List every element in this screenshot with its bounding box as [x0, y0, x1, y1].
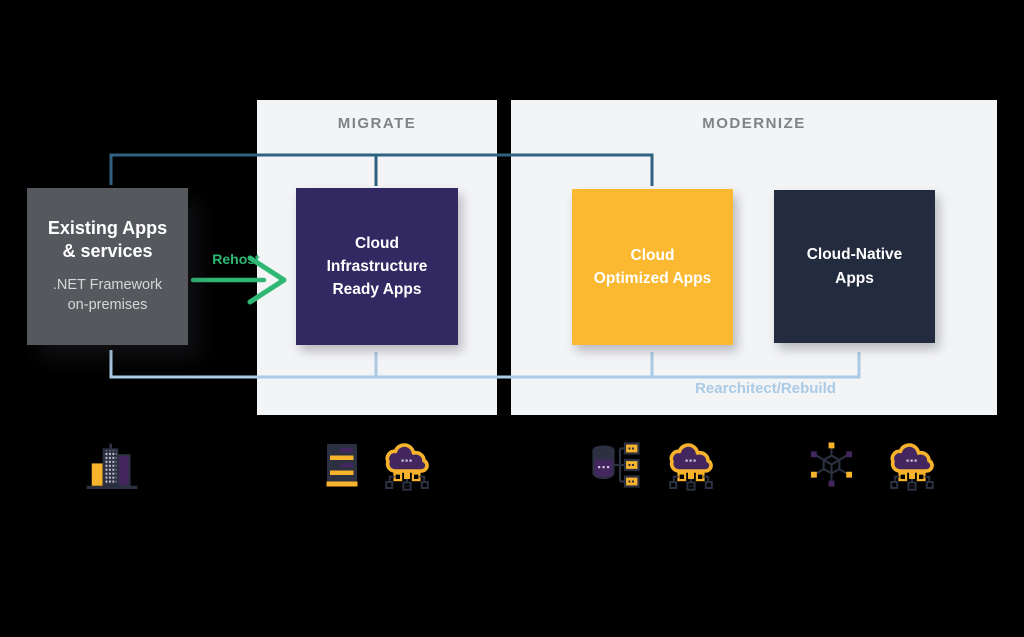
top-connector-line — [109, 153, 654, 186]
cloud-infrastructure-line3: Ready Apps — [332, 281, 422, 299]
city-buildings-icon — [86, 443, 138, 490]
rearchitect-rebuild-label: Rearchitect/Rebuild — [695, 380, 836, 397]
cloud-optimized-line1: Cloud — [630, 246, 675, 264]
existing-apps-title-line2: & services — [62, 241, 153, 262]
distributed-nodes-icon — [810, 442, 853, 487]
existing-apps-subtitle-line2: on-premises — [67, 297, 148, 314]
cloud-optimized-label: Cloud Optimized Apps — [594, 244, 711, 291]
modernize-panel-title: MODERNIZE — [702, 115, 806, 132]
existing-apps-title: Existing Apps & services — [48, 217, 167, 263]
cloud-infrastructure-line2: Infrastructure — [326, 257, 428, 275]
migrate-panel-title: MIGRATE — [337, 115, 417, 132]
cloud-network-icon — [890, 443, 934, 491]
cloud-network-icon — [669, 443, 713, 491]
cloud-native-line1: Cloud-Native — [806, 246, 903, 264]
existing-apps-subtitle-line1: .NET Framework — [52, 277, 163, 294]
rehost-arrow-head — [247, 255, 287, 305]
cloud-infrastructure-line1: Cloud — [355, 234, 399, 252]
existing-apps-title-line1: Existing Apps — [47, 218, 168, 239]
cloud-infrastructure-label: Cloud Infrastructure Ready Apps — [327, 232, 428, 302]
bottom-connector-line — [109, 350, 861, 379]
existing-apps-subtitle: .NET Framework on-premises — [53, 276, 162, 315]
server-rack-icon — [326, 444, 358, 487]
cloud-network-icon — [385, 443, 429, 491]
cloud-optimized-apps-box: Cloud Optimized Apps — [572, 189, 733, 345]
cloud-optimized-line2: Optimized Apps — [593, 270, 712, 287]
cloud-native-line2: Apps — [835, 269, 874, 287]
cloud-native-apps-box: Cloud-Native Apps — [774, 190, 935, 343]
cloud-infrastructure-ready-apps-box: Cloud Infrastructure Ready Apps — [296, 188, 458, 345]
existing-apps-box: Existing Apps & services .NET Framework … — [27, 188, 188, 345]
cloud-native-label: Cloud-Native Apps — [807, 243, 903, 290]
rehost-label: Rehost — [212, 251, 260, 267]
database-cluster-icon — [592, 442, 640, 488]
